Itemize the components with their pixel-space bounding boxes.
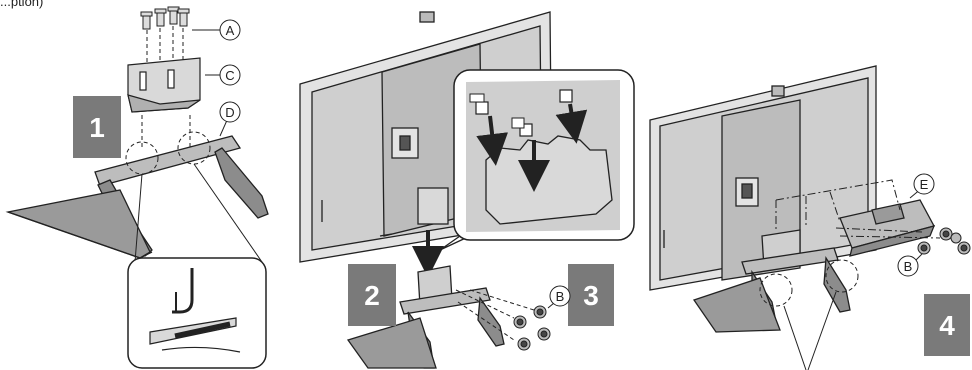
step-3-number: 3 xyxy=(583,280,599,311)
step-1-illustration xyxy=(8,7,268,368)
callout-b-step4: B xyxy=(898,256,918,276)
svg-text:E: E xyxy=(920,177,929,192)
svg-text:C: C xyxy=(225,68,234,83)
stand-base-1 xyxy=(8,136,268,258)
svg-text:B: B xyxy=(556,289,565,304)
step-2-number: 2 xyxy=(364,280,380,311)
bracket-c xyxy=(128,58,200,112)
callout-b-step2: B xyxy=(550,286,570,306)
svg-text:A: A xyxy=(226,23,235,38)
step-4-number: 4 xyxy=(939,310,955,341)
callout-d: D xyxy=(220,102,240,122)
callout-a: A xyxy=(220,20,240,40)
step-1-number: 1 xyxy=(89,112,105,143)
inset-detail-1 xyxy=(128,258,266,368)
screws-b-step2 xyxy=(514,306,550,350)
callout-e: E xyxy=(914,174,934,194)
step-4-illustration xyxy=(650,66,970,370)
screws-a xyxy=(141,7,189,29)
svg-text:D: D xyxy=(225,105,234,120)
svg-text:B: B xyxy=(904,259,913,274)
callout-c: C xyxy=(220,65,240,85)
inset-detail-2 xyxy=(454,70,634,240)
